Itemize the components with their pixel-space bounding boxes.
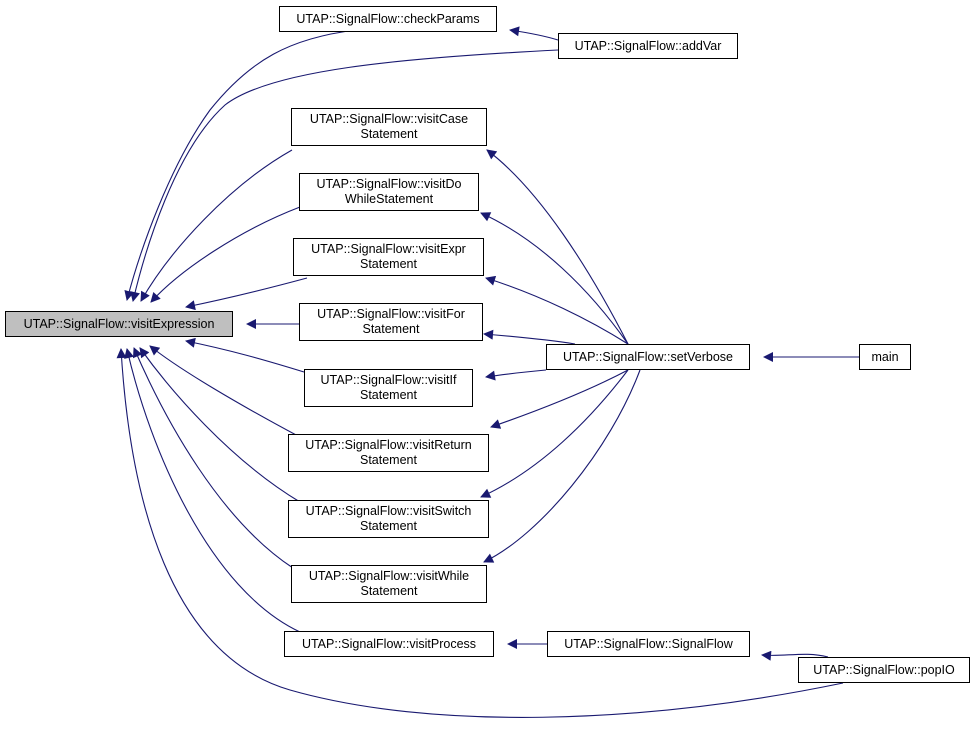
- node-main[interactable]: main: [859, 344, 911, 370]
- node-label-line: Statement: [360, 257, 417, 271]
- edge-popIO-to-visitExpression: [116, 348, 844, 718]
- node-checkParams[interactable]: UTAP::SignalFlow::checkParams: [279, 6, 497, 32]
- node-label-line: Statement: [360, 519, 417, 533]
- node-label-line: Statement: [362, 322, 420, 336]
- node-label-line: UTAP::SignalFlow::visitIf: [320, 373, 457, 387]
- edge-setVerbose-to-visitCaseStatement: [486, 149, 629, 345]
- edge-setVerbose-to-visitIfStatement: [485, 369, 547, 381]
- node-label-line: UTAP::SignalFlow::visitExpression: [23, 316, 215, 331]
- edge-setVerbose-to-visitSwitchStatement: [480, 369, 629, 498]
- node-label-line: UTAP::SignalFlow::visitDo: [316, 177, 462, 191]
- node-label-line: main: [871, 349, 899, 364]
- node-SignalFlow[interactable]: UTAP::SignalFlow::SignalFlow: [547, 631, 750, 657]
- edge-visitExprStatement-to-visitExpression: [185, 277, 308, 311]
- node-label-line: Statement: [360, 584, 418, 598]
- node-label-line: Statement: [360, 388, 417, 402]
- edge-visitWhileStatement-to-visitExpression: [132, 347, 294, 569]
- edge-setVerbose-to-visitExprStatement: [485, 275, 629, 345]
- edge-setVerbose-to-visitForStatement: [483, 329, 576, 345]
- edge-addVar-to-checkParams: [509, 26, 559, 41]
- node-label-line: UTAP::SignalFlow::checkParams: [296, 11, 480, 26]
- edge-visitIfStatement-to-visitExpression: [185, 337, 305, 373]
- node-addVar[interactable]: UTAP::SignalFlow::addVar: [558, 33, 738, 59]
- edge-popIO-to-SignalFlow: [761, 650, 829, 661]
- node-label-line: UTAP::SignalFlow::visitFor: [317, 307, 465, 321]
- node-label-line: WhileStatement: [344, 192, 434, 206]
- node-visitExpression: UTAP::SignalFlow::visitExpression: [5, 311, 233, 337]
- edge-visitSwitchStatement-to-visitExpression: [139, 347, 301, 503]
- node-popIO[interactable]: UTAP::SignalFlow::popIO: [798, 657, 970, 683]
- node-label-line: UTAP::SignalFlow::visitCase: [309, 112, 469, 126]
- edge-setVerbose-to-visitReturnStatement: [490, 369, 629, 429]
- edge-visitCaseStatement-to-visitExpression: [140, 149, 293, 302]
- edge-addVar-to-visitExpression: [130, 49, 559, 302]
- edge-visitProcess-to-visitExpression: [124, 348, 301, 633]
- node-visitProcess[interactable]: UTAP::SignalFlow::visitProcess: [284, 631, 494, 657]
- node-label-line: UTAP::SignalFlow::SignalFlow: [564, 636, 733, 651]
- edge-visitReturnStatement-to-visitExpression: [149, 345, 299, 437]
- node-setVerbose[interactable]: UTAP::SignalFlow::setVerbose: [546, 344, 750, 370]
- node-label-line: UTAP::SignalFlow::visitWhile: [308, 569, 470, 583]
- node-label-line: Statement: [360, 127, 418, 141]
- node-label-line: UTAP::SignalFlow::setVerbose: [563, 349, 733, 364]
- node-label-line: UTAP::SignalFlow::visitReturn: [305, 438, 472, 452]
- node-label-line: Statement: [360, 453, 417, 467]
- edge-setVerbose-to-visitDoWhileStatement: [480, 212, 629, 345]
- edge-checkParams-to-visitExpression: [124, 29, 357, 301]
- node-label-line: UTAP::SignalFlow::visitSwitch: [305, 504, 472, 518]
- node-label-line: UTAP::SignalFlow::visitExpr: [311, 242, 466, 256]
- edge-setVerbose-to-visitWhileStatement: [483, 369, 641, 563]
- node-label-line: UTAP::SignalFlow::addVar: [574, 38, 722, 53]
- node-label-line: UTAP::SignalFlow::visitProcess: [301, 636, 477, 651]
- edge-visitDoWhileStatement-to-visitExpression: [150, 206, 301, 303]
- node-label-line: UTAP::SignalFlow::popIO: [813, 662, 955, 677]
